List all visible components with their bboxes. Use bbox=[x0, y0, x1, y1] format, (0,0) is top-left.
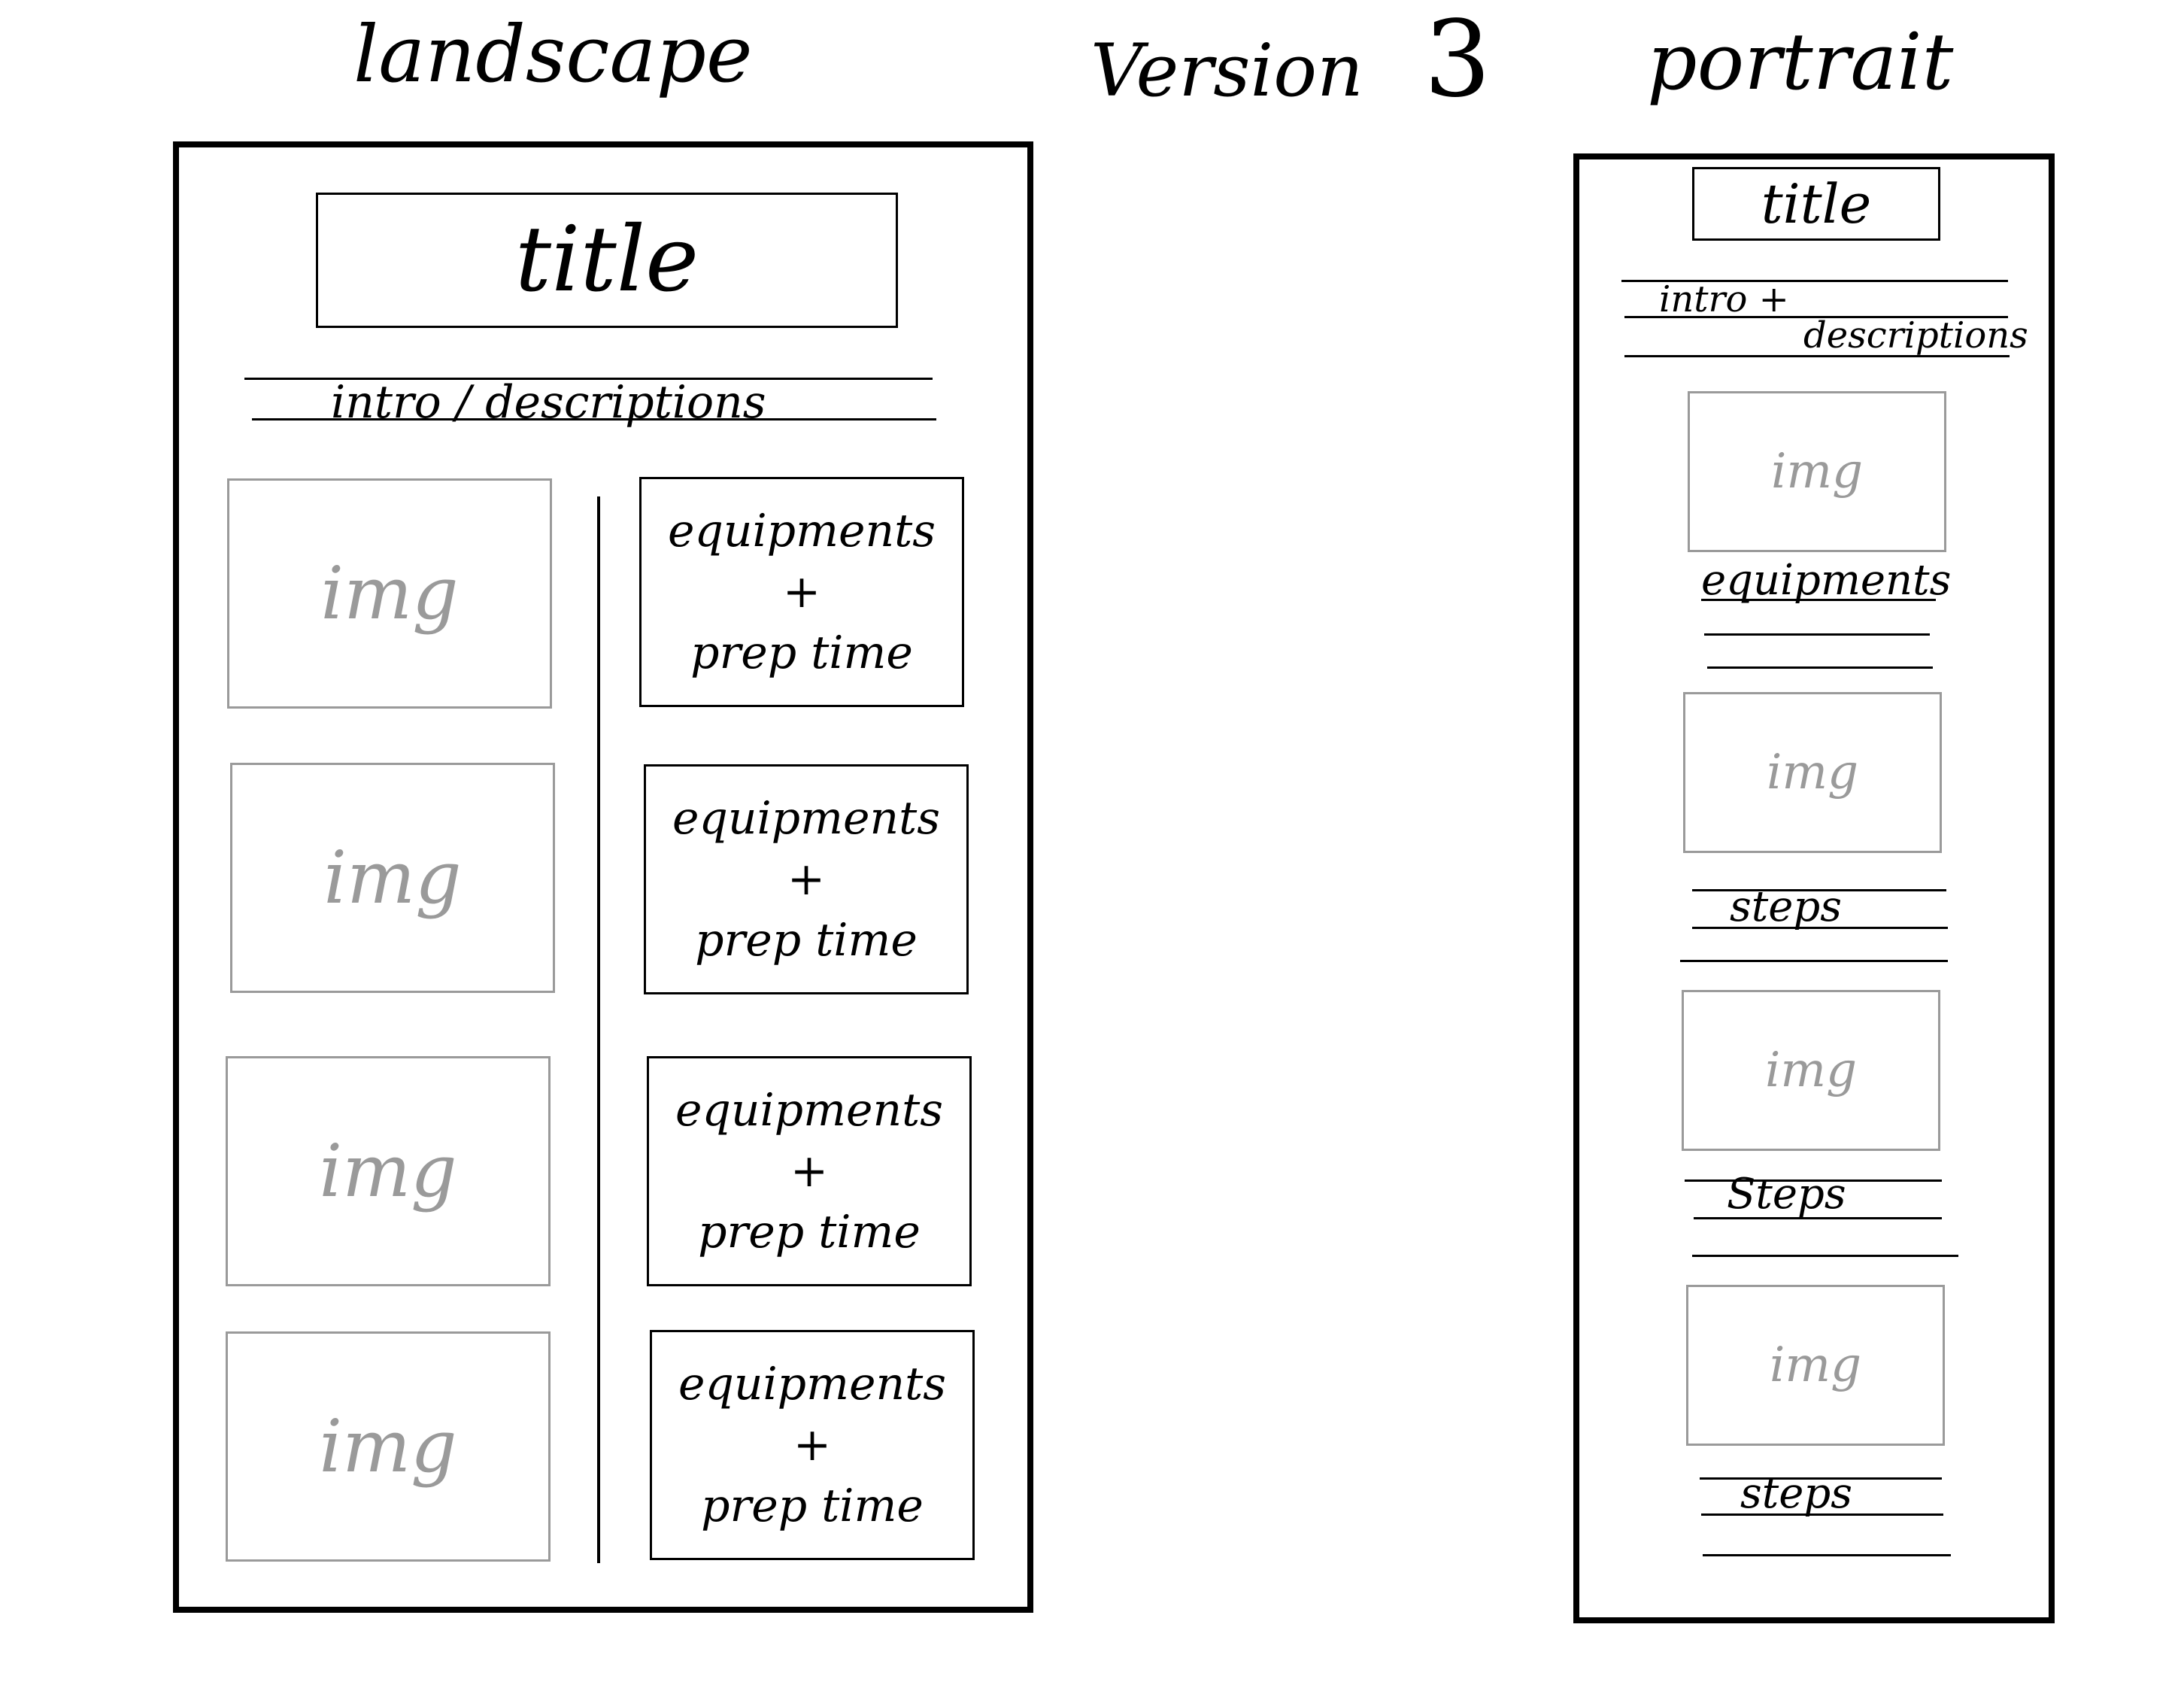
landscape-equipment-box: equipments + prep time bbox=[644, 764, 969, 994]
portrait-image-placeholder: img bbox=[1686, 1285, 1945, 1446]
portrait-text-line bbox=[1692, 889, 1946, 891]
portrait-text-line bbox=[1704, 633, 1930, 636]
portrait-title-box: title bbox=[1692, 167, 1940, 241]
portrait-intro-line bbox=[1624, 355, 2010, 357]
landscape-frame bbox=[173, 141, 1033, 1613]
landscape-image-label: img bbox=[320, 551, 459, 636]
portrait-image-label: img bbox=[1764, 1043, 1858, 1098]
prep-time-label: prep time bbox=[695, 913, 918, 967]
landscape-image-label: img bbox=[319, 1129, 457, 1213]
landscape-column-divider bbox=[597, 496, 600, 1563]
prep-time-label: prep time bbox=[698, 1205, 921, 1258]
portrait-image-label: img bbox=[1766, 745, 1859, 800]
portrait-text-line bbox=[1692, 927, 1948, 929]
plus-sign: + bbox=[782, 565, 821, 618]
portrait-steps-label: steps bbox=[1730, 882, 1842, 931]
landscape-image-placeholder: img bbox=[226, 1056, 551, 1286]
portrait-image-label: img bbox=[1769, 1337, 1862, 1393]
prep-time-label: prep time bbox=[690, 626, 913, 679]
landscape-equipment-box: equipments + prep time bbox=[650, 1330, 975, 1560]
portrait-title-text: title bbox=[1761, 172, 1872, 235]
plus-sign: + bbox=[793, 1418, 832, 1471]
landscape-heading: landscape bbox=[353, 8, 753, 100]
portrait-equipments-label: equipments bbox=[1701, 556, 1952, 605]
portrait-frame bbox=[1573, 153, 2055, 1623]
portrait-text-line bbox=[1680, 960, 1948, 962]
portrait-image-placeholder: img bbox=[1682, 990, 1940, 1151]
portrait-steps-label: Steps bbox=[1727, 1170, 1846, 1219]
portrait-image-placeholder: img bbox=[1683, 692, 1942, 853]
portrait-text-line bbox=[1692, 1255, 1958, 1257]
portrait-intro-text-line1: intro + bbox=[1659, 278, 1789, 320]
landscape-title-box: title bbox=[316, 193, 898, 328]
landscape-intro-text: intro / descriptions bbox=[331, 376, 766, 429]
landscape-equipment-box: equipments + prep time bbox=[647, 1056, 972, 1286]
landscape-image-placeholder: img bbox=[227, 478, 552, 709]
portrait-text-line bbox=[1707, 666, 1933, 669]
landscape-equipment-box: equipments + prep time bbox=[639, 477, 964, 707]
equipment-label: equipments bbox=[672, 791, 941, 845]
portrait-intro-line bbox=[1624, 316, 2008, 318]
version-heading: Version 3 bbox=[1090, 8, 1491, 113]
portrait-text-line bbox=[1700, 1477, 1942, 1480]
equipment-label: equipments bbox=[678, 1357, 947, 1410]
portrait-text-line bbox=[1701, 599, 1936, 601]
landscape-image-label: img bbox=[323, 836, 462, 920]
equipment-label: equipments bbox=[675, 1083, 944, 1137]
plus-sign: + bbox=[790, 1144, 829, 1198]
version-number: 3 bbox=[1424, 0, 1491, 121]
landscape-image-placeholder: img bbox=[230, 763, 555, 993]
landscape-intro-line-top bbox=[244, 378, 933, 380]
equipment-label: equipments bbox=[667, 504, 936, 557]
prep-time-label: prep time bbox=[701, 1479, 924, 1532]
landscape-image-label: img bbox=[319, 1404, 457, 1489]
portrait-heading: portrait bbox=[1647, 16, 1954, 108]
landscape-image-placeholder: img bbox=[226, 1331, 551, 1562]
plus-sign: + bbox=[787, 852, 826, 906]
landscape-title-text: title bbox=[514, 208, 699, 312]
portrait-text-line bbox=[1685, 1179, 1942, 1182]
portrait-intro-line bbox=[1621, 280, 2008, 282]
portrait-text-line bbox=[1694, 1217, 1942, 1219]
version-word: Version bbox=[1090, 29, 1363, 113]
portrait-image-placeholder: img bbox=[1688, 391, 1946, 552]
landscape-intro-line-bottom bbox=[252, 418, 936, 420]
portrait-steps-label: steps bbox=[1740, 1469, 1852, 1518]
portrait-text-line bbox=[1703, 1554, 1951, 1556]
portrait-text-line bbox=[1701, 1513, 1943, 1516]
portrait-intro-text-line2: descriptions bbox=[1803, 314, 2028, 357]
portrait-image-label: img bbox=[1770, 444, 1864, 499]
